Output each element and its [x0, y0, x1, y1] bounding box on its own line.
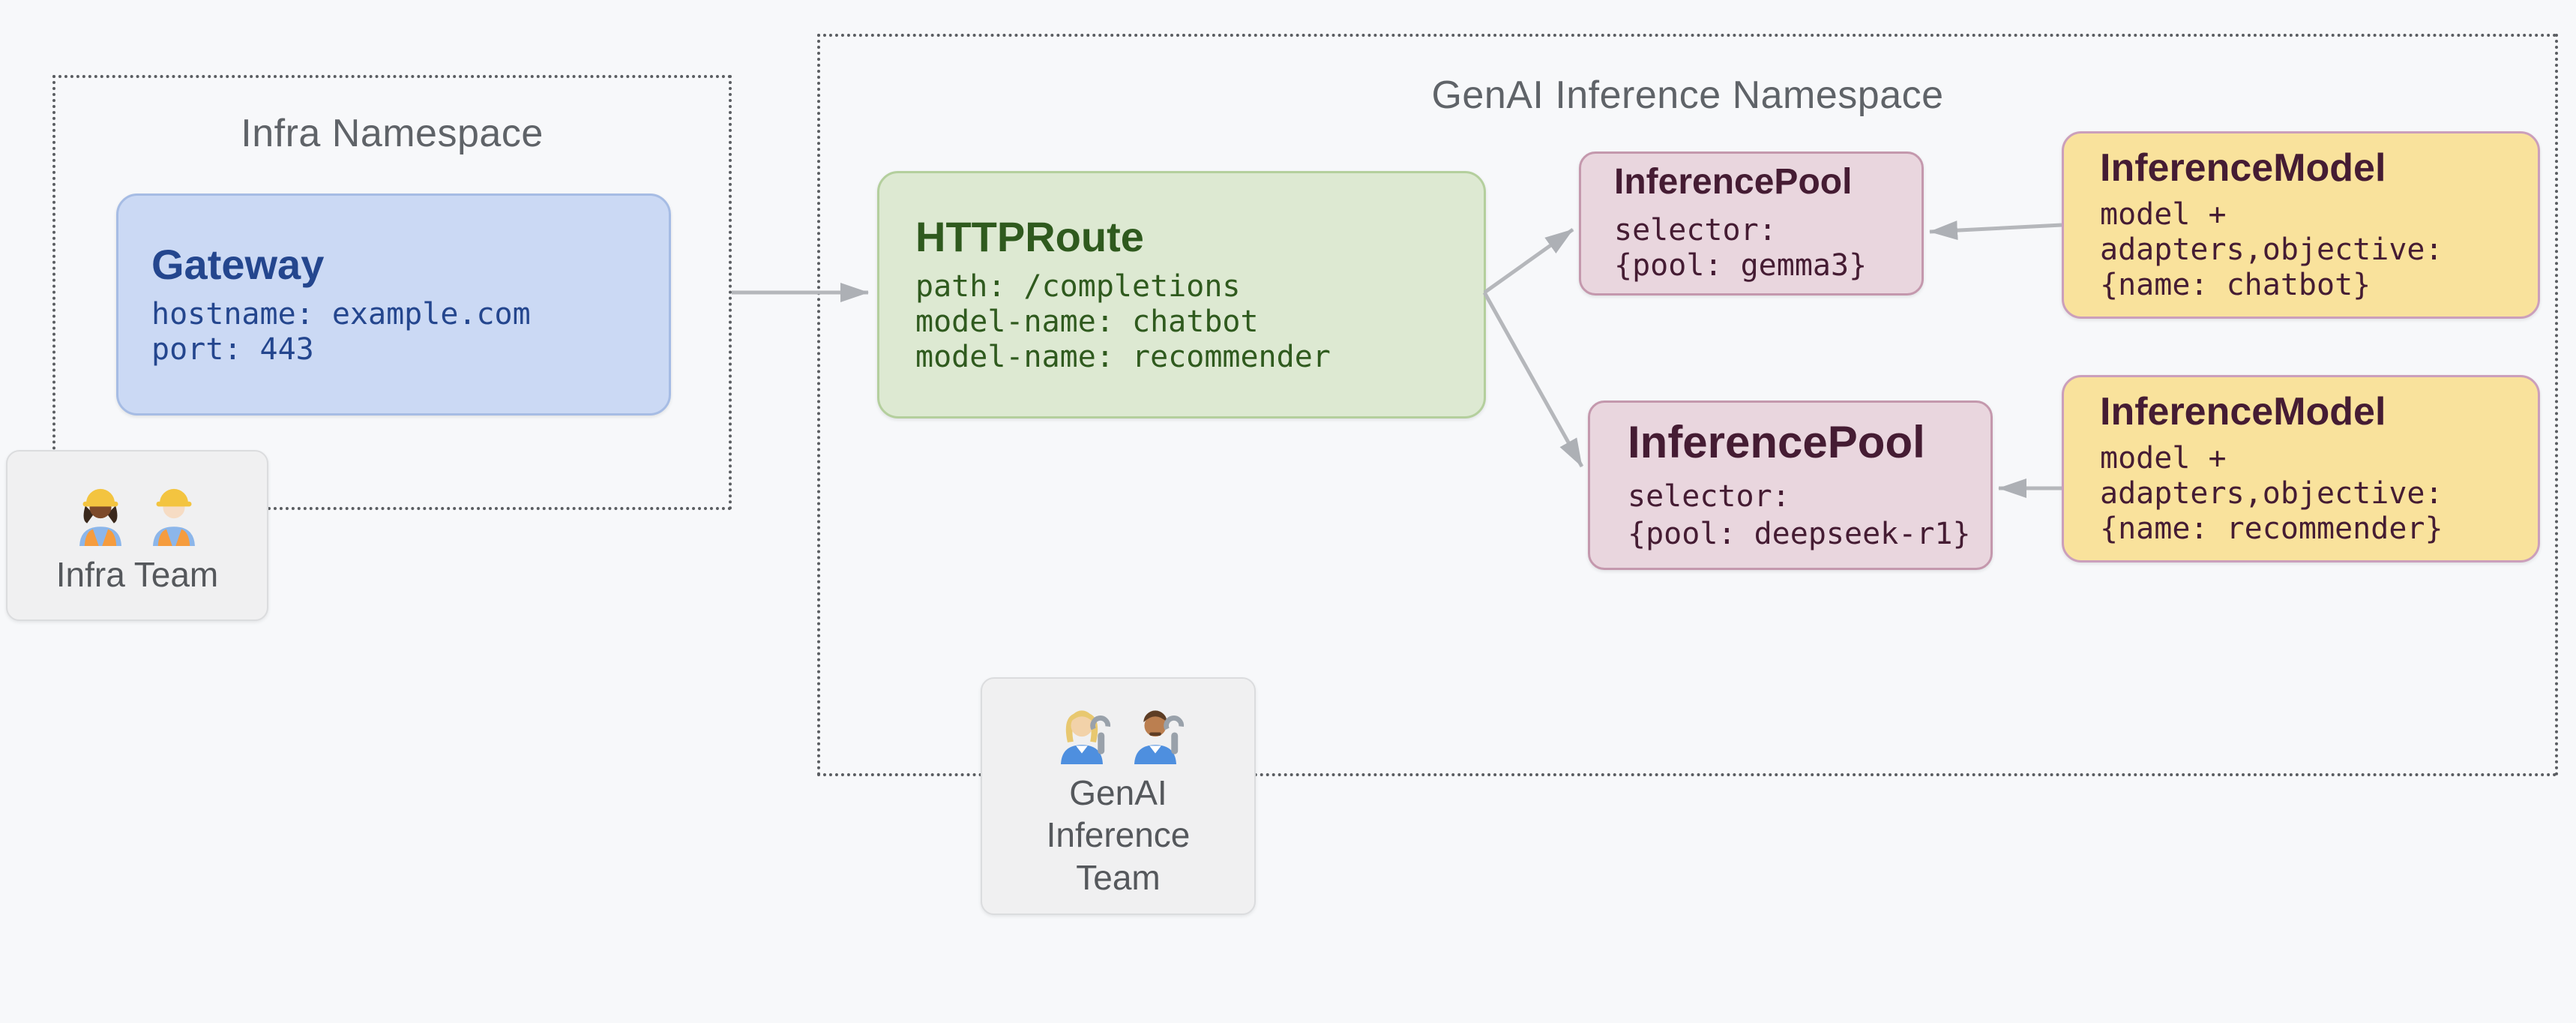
gateway-node-title: Gateway	[151, 241, 325, 289]
httproute-node: HTTPRoute path: /completions model-name:…	[877, 171, 1486, 418]
inferencepool-deepseek-node: InferencePool selector: {pool: deepseek-…	[1588, 400, 1993, 570]
woman-mechanic-icon	[1060, 710, 1110, 765]
man-construction-worker-icon	[153, 488, 195, 546]
inferencemodel-chatbot-line-1: model +	[2100, 196, 2227, 232]
inferencemodel-recommender-line-1: model +	[2100, 440, 2227, 476]
inferencemodel-recommender-line-3: {name: recommender}	[2100, 512, 2443, 547]
inferencemodel-recommender-line-2: adapters,objective:	[2100, 476, 2443, 511]
inferencepool-deepseek-title: InferencePool	[1628, 417, 1925, 467]
infra-team-card: Infra Team	[6, 450, 268, 621]
inferencepool-gemma3-title: InferencePool	[1614, 162, 1853, 202]
infra-team-label: Infra Team	[55, 554, 219, 594]
inferencemodel-chatbot-line-3: {name: chatbot}	[2100, 268, 2371, 303]
inferencemodel-chatbot-node: InferenceModel model + adapters,objectiv…	[2062, 131, 2540, 319]
inferencepool-gemma3-selector-line: selector:	[1614, 213, 1777, 248]
genai-namespace-box: GenAI Inference Namespace	[817, 34, 2558, 776]
woman-construction-worker-icon	[79, 488, 121, 546]
inferencepool-gemma3-value-line: {pool: gemma3}	[1614, 248, 1868, 284]
man-mechanic-icon	[1134, 710, 1184, 765]
infra-namespace-box: Infra Namespace	[52, 75, 732, 510]
genai-team-members	[1048, 694, 1189, 765]
inferencepool-deepseek-selector-line: selector:	[1628, 479, 1790, 514]
inferencemodel-chatbot-line-2: adapters,objective:	[2100, 232, 2443, 267]
genai-namespace-title: GenAI Inference Namespace	[1431, 74, 1944, 117]
infra-team-members	[67, 476, 208, 546]
inferencemodel-chatbot-title: InferenceModel	[2100, 146, 2386, 190]
httproute-node-title: HTTPRoute	[915, 213, 1144, 261]
httproute-model-line-1: model-name: chatbot	[915, 304, 1259, 340]
genai-team-card: GenAI Inference Team	[981, 677, 1256, 915]
genai-team-label: GenAI Inference Team	[1046, 773, 1191, 897]
inferencemodel-recommender-title: InferenceModel	[2100, 389, 2386, 434]
gateway-node: Gateway hostname: example.com port: 443	[116, 194, 671, 416]
inferencemodel-recommender-node: InferenceModel model + adapters,objectiv…	[2062, 375, 2540, 562]
infra-namespace-title: Infra Namespace	[241, 112, 544, 155]
httproute-model-line-2: model-name: recommender	[915, 340, 1331, 375]
gateway-port-line: port: 443	[151, 332, 314, 367]
gateway-hostname-line: hostname: example.com	[151, 296, 531, 332]
httproute-path-line: path: /completions	[915, 269, 1241, 304]
inferencepool-gemma3-node: InferencePool selector: {pool: gemma3}	[1579, 152, 1924, 296]
inferencepool-deepseek-value-line: {pool: deepseek-r1}	[1628, 517, 1971, 551]
